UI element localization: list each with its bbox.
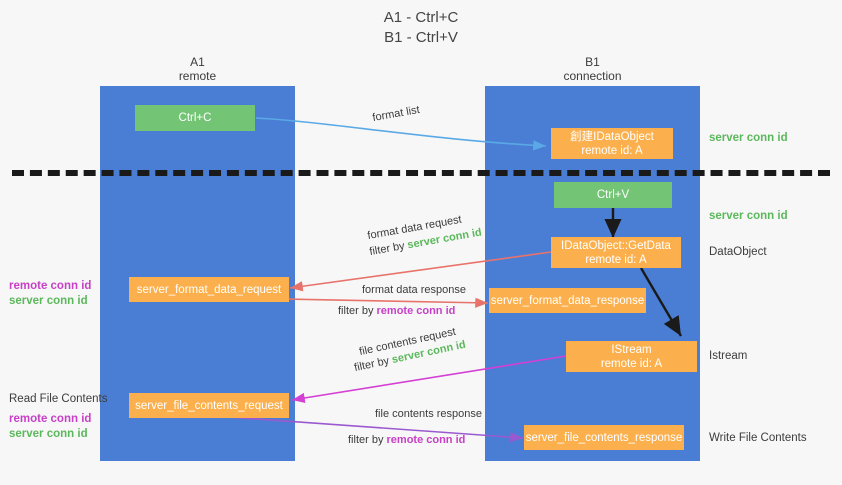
lane-header-b1: B1 connection — [485, 55, 700, 83]
box-ctrl-c[interactable]: Ctrl+C — [135, 105, 255, 131]
left-label-server-conn-id-2: server conn id — [9, 428, 88, 440]
box-server-format-data-response-label: server_format_data_response — [490, 294, 645, 307]
arrow-label-file-contents-response-filter: filter by remote conn id — [348, 433, 465, 448]
left-label-server-conn-id-1: server conn id — [9, 295, 88, 307]
box-server-file-contents-response[interactable]: server_file_contents_response — [524, 425, 684, 450]
filter-value-remote-conn-id: remote conn id — [386, 434, 466, 446]
box-server-file-contents-response-label: server_file_contents_response — [525, 431, 683, 444]
right-label-server-conn-id-2: server conn id — [709, 210, 788, 222]
right-label-write-file-contents: Write File Contents — [709, 432, 807, 444]
box-server-format-data-request-label: server_format_data_request — [136, 283, 282, 296]
box-ctrl-v[interactable]: Ctrl+V — [554, 182, 672, 208]
arrow-label-format-list: format list — [371, 103, 421, 125]
lane-a1-name: A1 — [190, 55, 205, 69]
box-istream[interactable]: IStream remote id: A — [566, 341, 697, 372]
title-line-1: A1 - Ctrl+C — [383, 9, 459, 26]
arrow-label-format-data-response-filter: filter by remote conn id — [338, 304, 455, 319]
box-server-file-contents-request[interactable]: server_file_contents_request — [129, 393, 289, 418]
right-label-istream: Istream — [709, 350, 748, 362]
right-label-data-object: DataObject — [709, 246, 767, 258]
lane-b1-role: connection — [563, 69, 622, 83]
box-istream-line2: remote id: A — [600, 357, 663, 370]
box-server-format-data-request[interactable]: server_format_data_request — [129, 277, 289, 302]
lane-header-a1: A1 remote — [100, 55, 295, 83]
filter-value-remote-conn-id: remote conn id — [376, 305, 456, 317]
box-server-format-data-response[interactable]: server_format_data_response — [489, 288, 646, 313]
filter-prefix: filter by — [353, 354, 394, 375]
box-server-file-contents-request-label: server_file_contents_request — [135, 399, 283, 412]
left-label-remote-conn-id-2: remote conn id — [9, 413, 92, 425]
box-create-idataobject[interactable]: 創建IDataObject remote id: A — [551, 128, 673, 159]
box-ctrl-v-label: Ctrl+V — [596, 189, 630, 201]
box-getdata-line2: remote id: A — [585, 253, 647, 266]
box-getdata[interactable]: IDataObject::GetData remote id: A — [551, 237, 681, 268]
box-istream-line1: IStream — [611, 343, 652, 356]
box-getdata-line1: IDataObject::GetData — [561, 239, 671, 252]
diagram-title: A1 - Ctrl+C B1 - Ctrl+V — [0, 8, 842, 48]
lane-b1-name: B1 — [585, 55, 600, 69]
filter-prefix: filter by — [348, 434, 387, 446]
arrow-label-file-contents-response: file contents response — [375, 408, 483, 420]
title-line-2: B1 - Ctrl+V — [384, 29, 458, 46]
arrow-label-format-data-response: format data response — [362, 284, 466, 296]
left-label-remote-conn-id-1: remote conn id — [9, 280, 92, 292]
right-label-server-conn-id-1: server conn id — [709, 132, 788, 144]
box-create-idataobject-line2: remote id: A — [581, 144, 643, 157]
box-create-idataobject-line1: 創建IDataObject — [570, 130, 654, 143]
phase-divider — [12, 170, 830, 176]
left-label-read-file-contents: Read File Contents — [9, 393, 108, 405]
lane-a1-role: remote — [178, 69, 217, 83]
box-ctrl-c-label: Ctrl+C — [178, 112, 212, 124]
filter-prefix: filter by — [338, 305, 377, 317]
